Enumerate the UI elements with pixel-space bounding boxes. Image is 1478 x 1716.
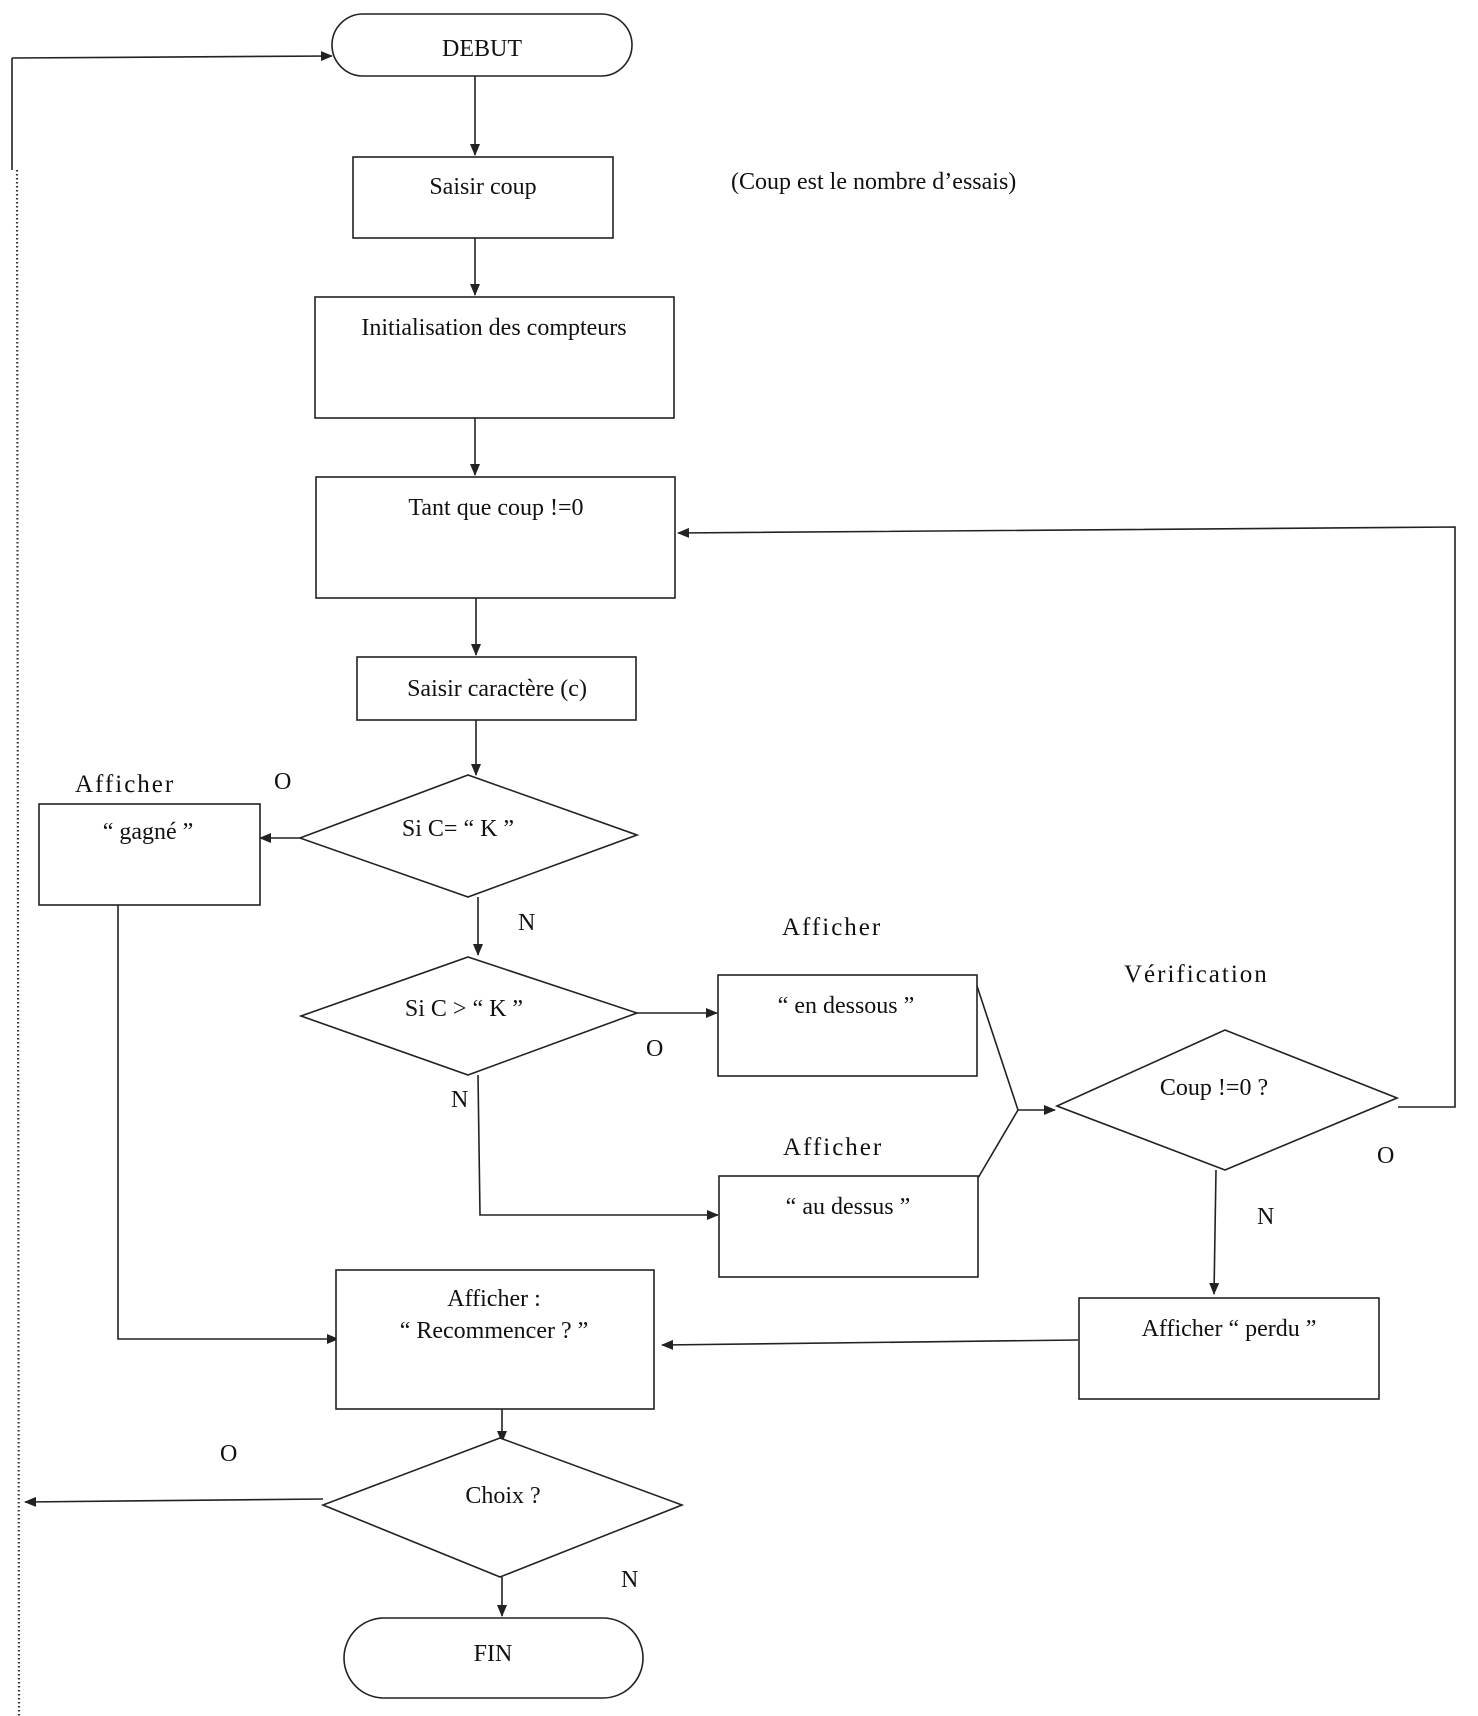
decision-verification: Coup !=0 ?	[1054, 1029, 1400, 1171]
edges	[11, 51, 1456, 1716]
heading-afficher-gagne: Afficher	[75, 771, 175, 798]
heading-verification: Vérification	[1124, 961, 1269, 988]
label-egal-non: N	[518, 910, 535, 936]
node-au-dessus: “ au dessus ”	[718, 1175, 979, 1278]
label-sup-non: N	[451, 1087, 468, 1113]
node-fin: FIN	[343, 1617, 644, 1699]
fin-label: FIN	[474, 1641, 513, 1667]
edge-restart-left-dotted	[15, 169, 21, 1716]
node-perdu: Afficher “ perdu ”	[1078, 1297, 1380, 1400]
heading-afficher-dessous: Afficher	[782, 914, 882, 941]
init-label: Initialisation des compteurs	[361, 315, 626, 341]
edge-gagne-recommencer	[117, 900, 339, 1344]
tant-que-label: Tant que coup !=0	[408, 495, 583, 521]
label-choix-non: N	[621, 1567, 638, 1593]
node-en-dessous: “ en dessous ”	[717, 974, 978, 1077]
node-saisir-caractere: Saisir caractère (c)	[356, 656, 637, 721]
label-egal-oui: O	[274, 769, 291, 795]
edge-restart-debut	[11, 51, 333, 62]
node-gagne: “ gagné ”	[38, 803, 261, 906]
recommencer-line2: “ Recommencer ? ”	[400, 1318, 589, 1344]
choix-label: Choix ?	[465, 1483, 540, 1509]
node-recommencer: Afficher : “ Recommencer ? ”	[335, 1269, 655, 1410]
edge-choix-restart	[24, 1496, 324, 1507]
edge-audessus-merge	[977, 1109, 1019, 1179]
perdu-label: Afficher “ perdu ”	[1142, 1316, 1317, 1342]
debut-label: DEBUT	[442, 36, 522, 62]
decision-si-sup: Si C > “ K ”	[298, 956, 640, 1076]
label-sup-oui: O	[646, 1036, 663, 1062]
recommencer-line1: Afficher :	[447, 1286, 541, 1312]
heading-afficher-dessus: Afficher	[783, 1134, 883, 1161]
au-dessus-label: “ au dessus ”	[786, 1194, 911, 1220]
si-sup-label: Si C > “ K ”	[405, 996, 523, 1022]
node-saisir-coup: Saisir coup	[352, 156, 614, 239]
decision-si-egal: Si C= “ K ”	[297, 774, 640, 898]
node-init-compteurs: Initialisation des compteurs	[314, 296, 675, 419]
note-coup: (Coup est le nombre d’essais)	[731, 169, 1016, 195]
si-egal-label: Si C= “ K ”	[402, 816, 514, 842]
saisir-caractere-label: Saisir caractère (c)	[407, 676, 587, 702]
edge-sisup-audessus	[477, 1074, 719, 1220]
node-tant-que: Tant que coup !=0	[315, 476, 676, 599]
edge-verif-perdu	[1209, 1169, 1220, 1295]
label-verif-non: N	[1257, 1204, 1274, 1230]
node-debut: DEBUT	[331, 13, 633, 77]
edge-perdu-recommencer	[661, 1339, 1079, 1350]
edge-endessous-merge	[975, 982, 1019, 1111]
saisir-coup-label: Saisir coup	[429, 174, 536, 200]
label-verif-oui: O	[1377, 1143, 1394, 1169]
decision-choix: Choix ?	[320, 1437, 685, 1578]
gagne-label: “ gagné ”	[103, 819, 194, 845]
en-dessous-label: “ en dessous ”	[778, 993, 915, 1019]
verif-label: Coup !=0 ?	[1160, 1075, 1268, 1101]
edge-verif-loop-back	[677, 526, 1456, 1108]
label-choix-oui: O	[220, 1441, 237, 1467]
